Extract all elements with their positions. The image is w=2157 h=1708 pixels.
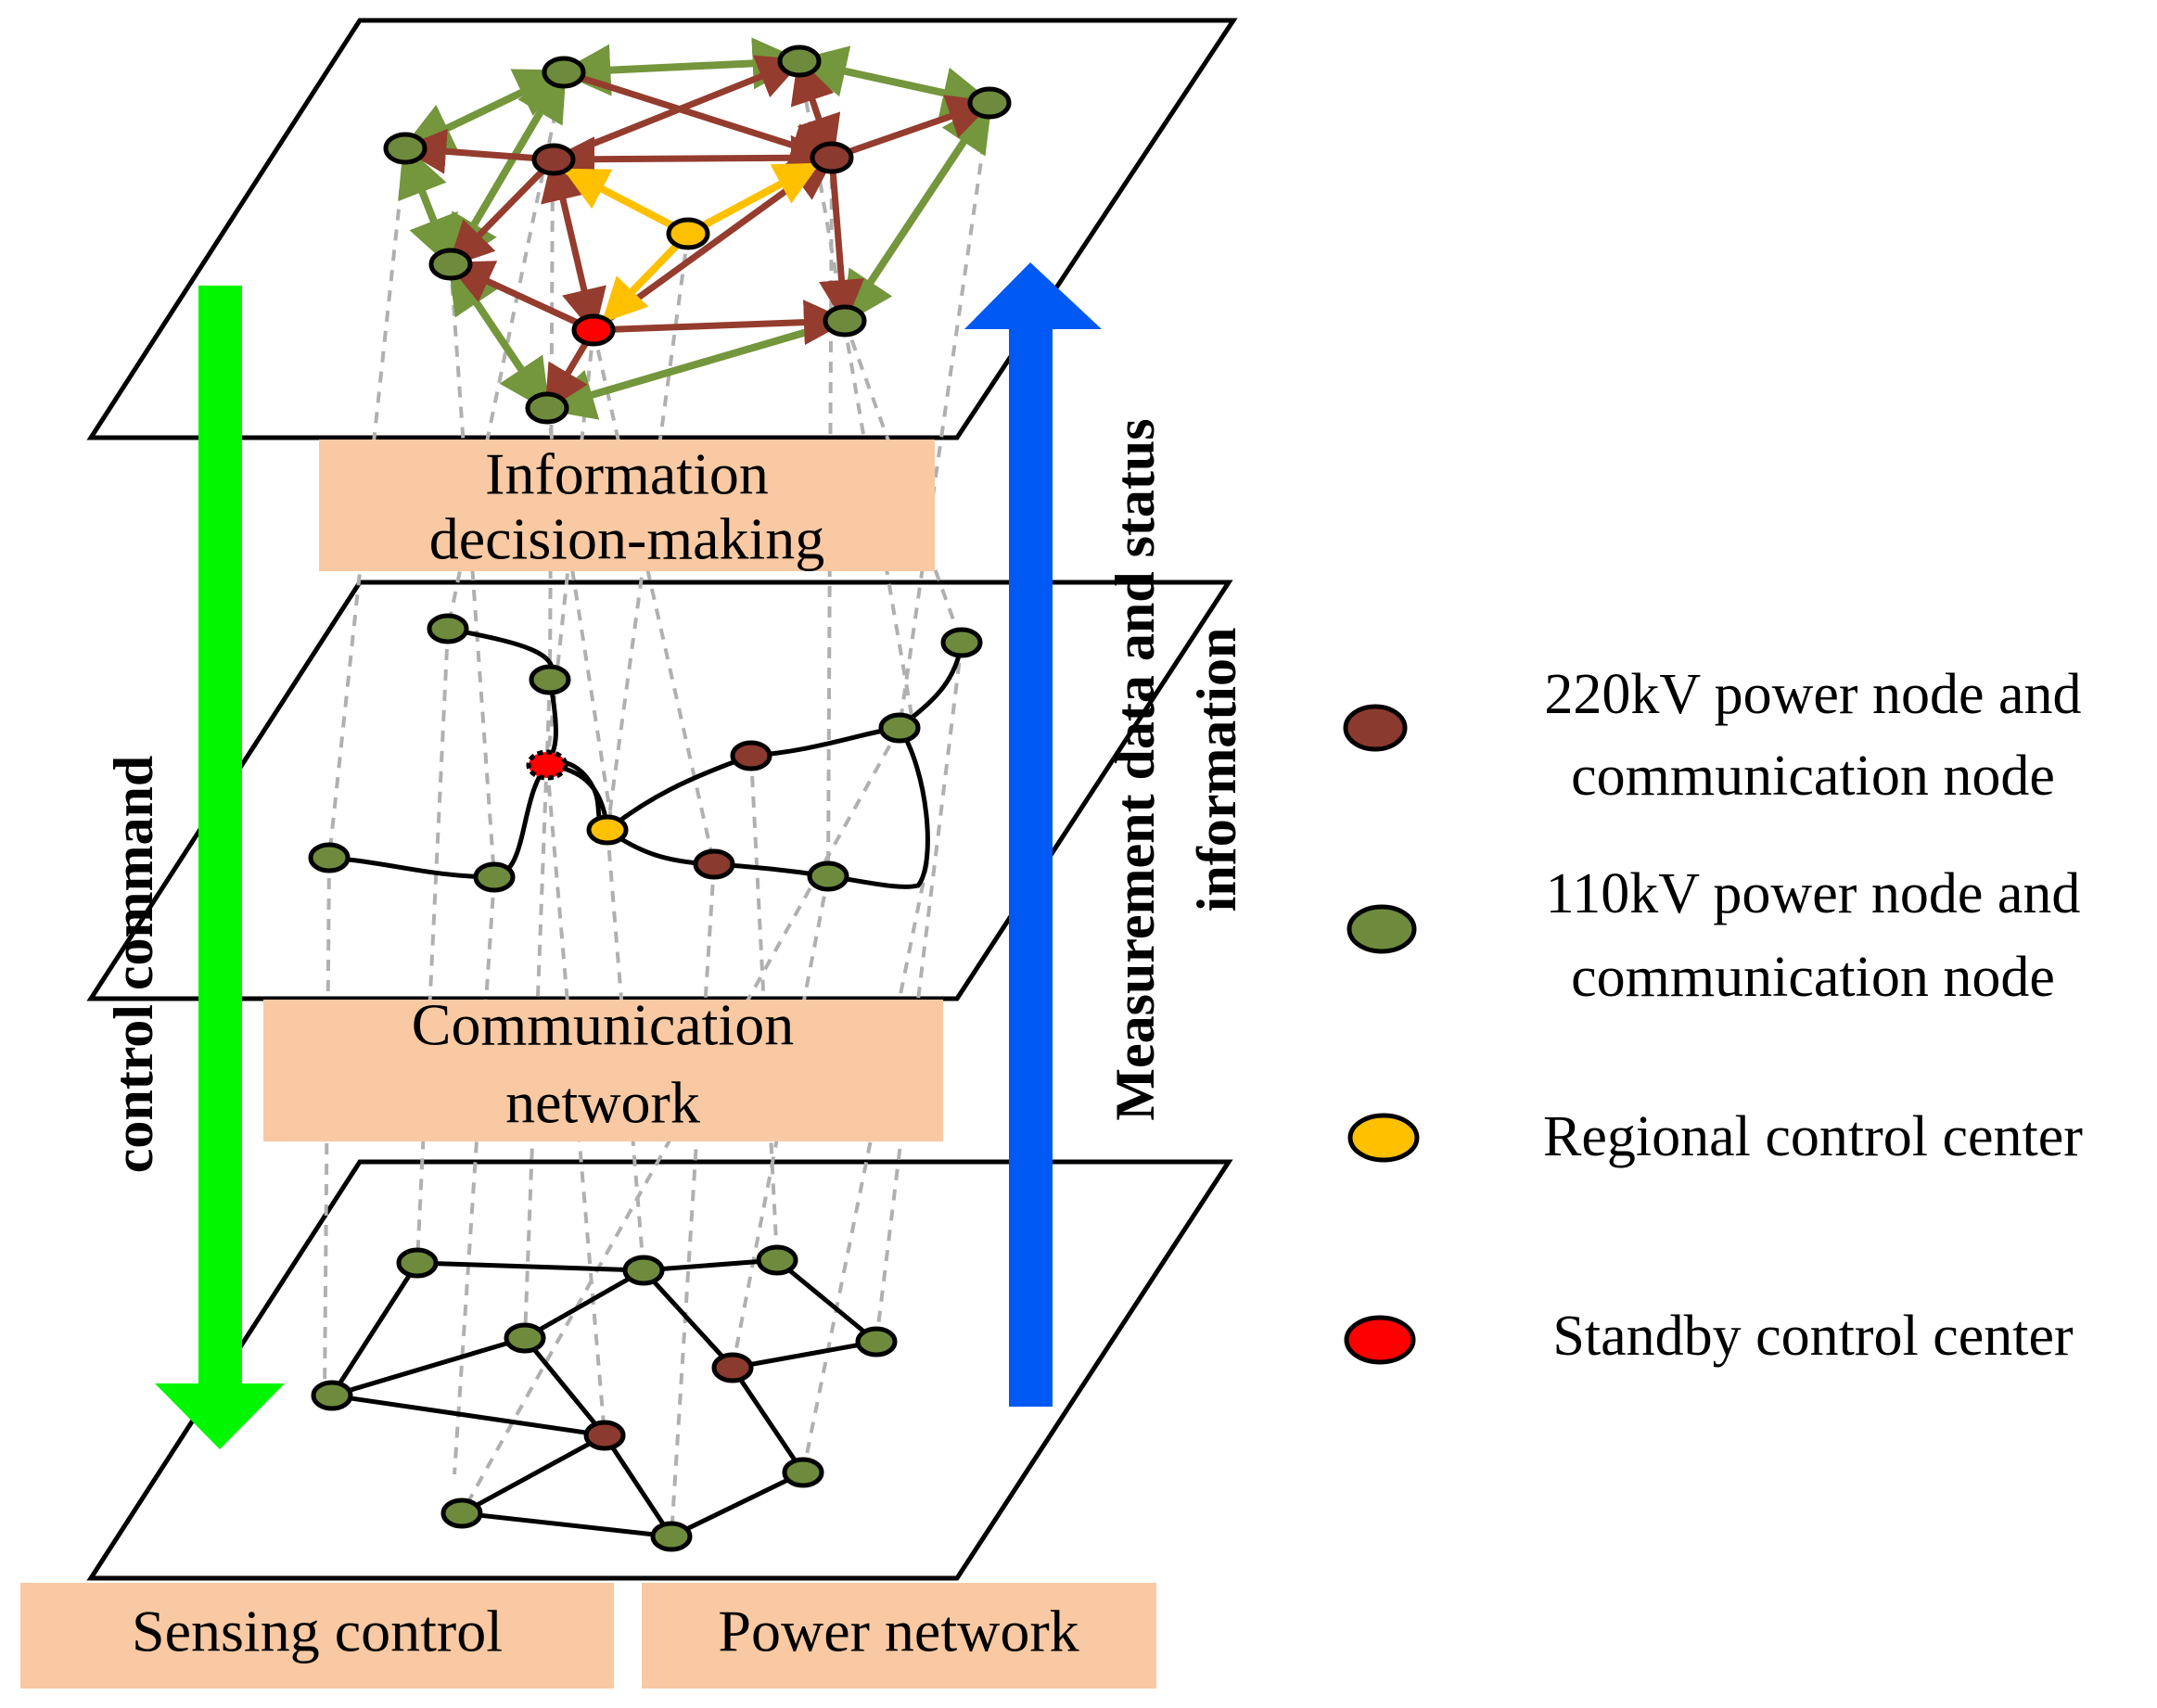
comm-node-110kv [308,842,351,873]
legend-item-regional: Regional control center [1347,1105,2083,1168]
power-node-220kv [583,1420,626,1451]
info-node-110kv [428,248,473,281]
regional-control-center-icon [1347,1113,1420,1163]
legend-item-standby: Standby control center [1344,1305,2074,1368]
measurement-data-arrow: Measurement data and status information [964,262,1247,1407]
info-node-standby [571,313,616,347]
power-node-110kv [504,1322,546,1354]
node-110kv-icon [1347,904,1417,954]
info-node-110kv [823,304,867,338]
communication-layer-plane [86,580,1233,1001]
comm-node-110kv [529,664,571,695]
comm-node-regional [586,814,629,846]
sensing-control-text: Sensing control [132,1599,503,1664]
legend: 220kV power node and communication node … [1343,663,2083,1368]
power-node-110kv [311,1380,353,1411]
legend-regional-text: Regional control center [1543,1105,2083,1168]
legend-220kv-line1: 220kV power node and [1544,663,2081,726]
info-node-110kv [525,391,569,425]
comm-node-standby [526,749,568,781]
power-layer-plane [86,1159,1233,1581]
information-layer-edges [398,37,995,420]
power-network-label: Power network [642,1583,1156,1689]
comm-node-220kv [693,848,735,880]
control-command-arrow: control command [103,286,285,1449]
comm-node-110kv [807,860,849,892]
sensing-control-label: Sensing control [20,1583,614,1689]
comm-node-220kv [730,740,772,771]
legend-110kv-line2: communication node [1571,946,2055,1009]
power-network-text: Power network [718,1599,1078,1664]
control-command-text: control command [103,756,164,1174]
info-node-110kv [383,132,428,165]
legend-standby-text: Standby control center [1552,1305,2074,1368]
info-node-220kv [810,141,854,174]
power-node-110kv [396,1247,439,1279]
communication-label-line2: network [505,1070,700,1136]
info-node-110kv [542,56,586,89]
down-arrow-icon [155,286,285,1449]
information-layer-nodes [383,45,1012,425]
measurement-text-line1: Measurement data and status [1104,418,1166,1120]
power-node-220kv [711,1352,754,1383]
info-node-220kv [531,143,576,176]
power-node-110kv [782,1457,824,1488]
legend-110kv-line1: 110kV power node and [1546,862,2081,925]
comm-node-110kv [473,861,516,893]
info-node-110kv [967,86,1012,120]
communication-layer-nodes [308,613,983,893]
information-label-line1: Information [485,441,769,507]
legend-220kv-line2: communication node [1571,745,2055,808]
power-layer-edges [329,1257,878,1539]
legend-item-220kv: 220kV power node and communication node [1343,663,2082,808]
node-220kv-icon [1343,704,1408,752]
comm-node-110kv [878,712,921,744]
power-node-110kv [855,1326,898,1357]
information-layer-label: Information decision-making [319,440,935,572]
information-label-line2: decision-making [429,506,825,572]
standby-control-center-icon [1344,1315,1416,1365]
power-node-110kv [622,1255,665,1286]
power-layer-nodes [311,1244,898,1552]
power-node-110kv [650,1521,693,1552]
comm-node-110kv [427,613,469,644]
power-node-110kv [756,1244,798,1276]
power-node-110kv [440,1498,483,1529]
legend-item-110kv: 110kV power node and communication node [1347,862,2081,1009]
up-arrow-icon [964,262,1102,1407]
info-node-110kv [777,45,822,78]
comm-node-110kv [940,627,983,658]
measurement-text-line2: information [1186,628,1247,912]
info-node-regional [666,217,710,250]
communication-layer-label: Communication network [263,992,943,1141]
communication-label-line1: Communication [412,992,794,1058]
